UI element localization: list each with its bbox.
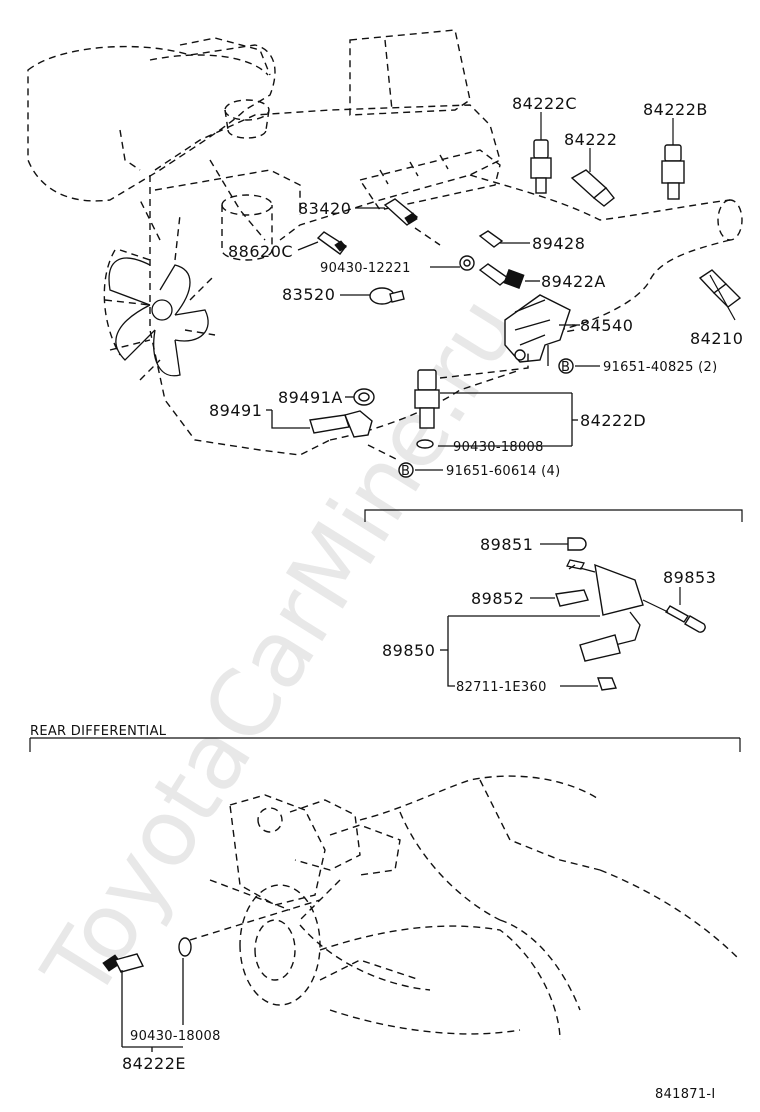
label-89852: 89852 — [471, 589, 524, 608]
label-90430-18008-top: 90430-18008 — [453, 440, 544, 455]
washer-90430-18008-bottom — [178, 937, 192, 1025]
label-84222D: 84222D — [580, 411, 646, 430]
label-89853: 89853 — [663, 568, 716, 587]
switch-84540 — [439, 294, 580, 379]
washer-90430-18008-top — [416, 439, 572, 449]
label-89850: 89850 — [382, 641, 435, 660]
label-84222E: 84222E — [122, 1054, 186, 1073]
label-89491: 89491 — [209, 401, 262, 420]
bolt-letter: B — [561, 360, 570, 375]
part-89853 — [568, 563, 706, 633]
label-84222: 84222 — [564, 130, 617, 149]
sensor-84222B — [661, 118, 685, 200]
sensor-84222C — [530, 112, 552, 194]
part-88620C — [297, 231, 348, 255]
sensor-84222D — [414, 369, 578, 446]
label-90430-18008-bottom: 90430-18008 — [130, 1029, 221, 1044]
label-82711-1E360: 82711-1E360 — [456, 680, 547, 695]
figure-id: 841871-I — [655, 1087, 716, 1102]
part-labels: 84222C 84222 84222B 83420 88620C 89428 9… — [30, 94, 743, 1102]
sensor-84210 — [698, 269, 742, 321]
label-89422A: 89422A — [541, 272, 606, 291]
bolt-symbol-40825: B — [558, 358, 600, 375]
label-88620C: 88620C — [228, 242, 293, 261]
sensor-83420 — [355, 198, 441, 246]
label-84222C: 84222C — [512, 94, 577, 113]
label-89491A: 89491A — [278, 388, 343, 407]
label-84222B: 84222B — [643, 100, 708, 119]
label-83420: 83420 — [298, 199, 351, 218]
label-91651-40825: 91651-40825 (2) — [603, 360, 717, 375]
sensor-89491 — [266, 388, 399, 461]
label-83520: 83520 — [282, 285, 335, 304]
part-89851 — [540, 537, 587, 551]
connector-box-bracket — [364, 509, 743, 522]
washer-90430-12221 — [430, 255, 475, 271]
label-91651-60614: 91651-60614 (4) — [446, 464, 560, 479]
label-84540: 84540 — [580, 316, 633, 335]
rear-diff-bracket — [29, 737, 741, 752]
part-89428 — [478, 230, 530, 248]
label-89428: 89428 — [532, 234, 585, 253]
fan-blades — [108, 257, 209, 377]
sensor-89422A — [478, 263, 540, 289]
label-90430-12221: 90430-12221 — [320, 261, 411, 276]
label-84210: 84210 — [690, 329, 743, 348]
switch-83520 — [340, 287, 405, 305]
harness-89850 — [440, 611, 641, 691]
part-89852 — [530, 559, 589, 607]
label-89851: 89851 — [480, 535, 533, 554]
differential-housing — [189, 775, 741, 1041]
bolt-letter: B — [401, 464, 410, 479]
sensor-84222 — [570, 148, 615, 207]
sensor-84222E — [102, 953, 183, 1052]
bolt-symbol-60614: B — [398, 462, 443, 479]
section-title: REAR DIFFERENTIAL — [30, 724, 167, 739]
